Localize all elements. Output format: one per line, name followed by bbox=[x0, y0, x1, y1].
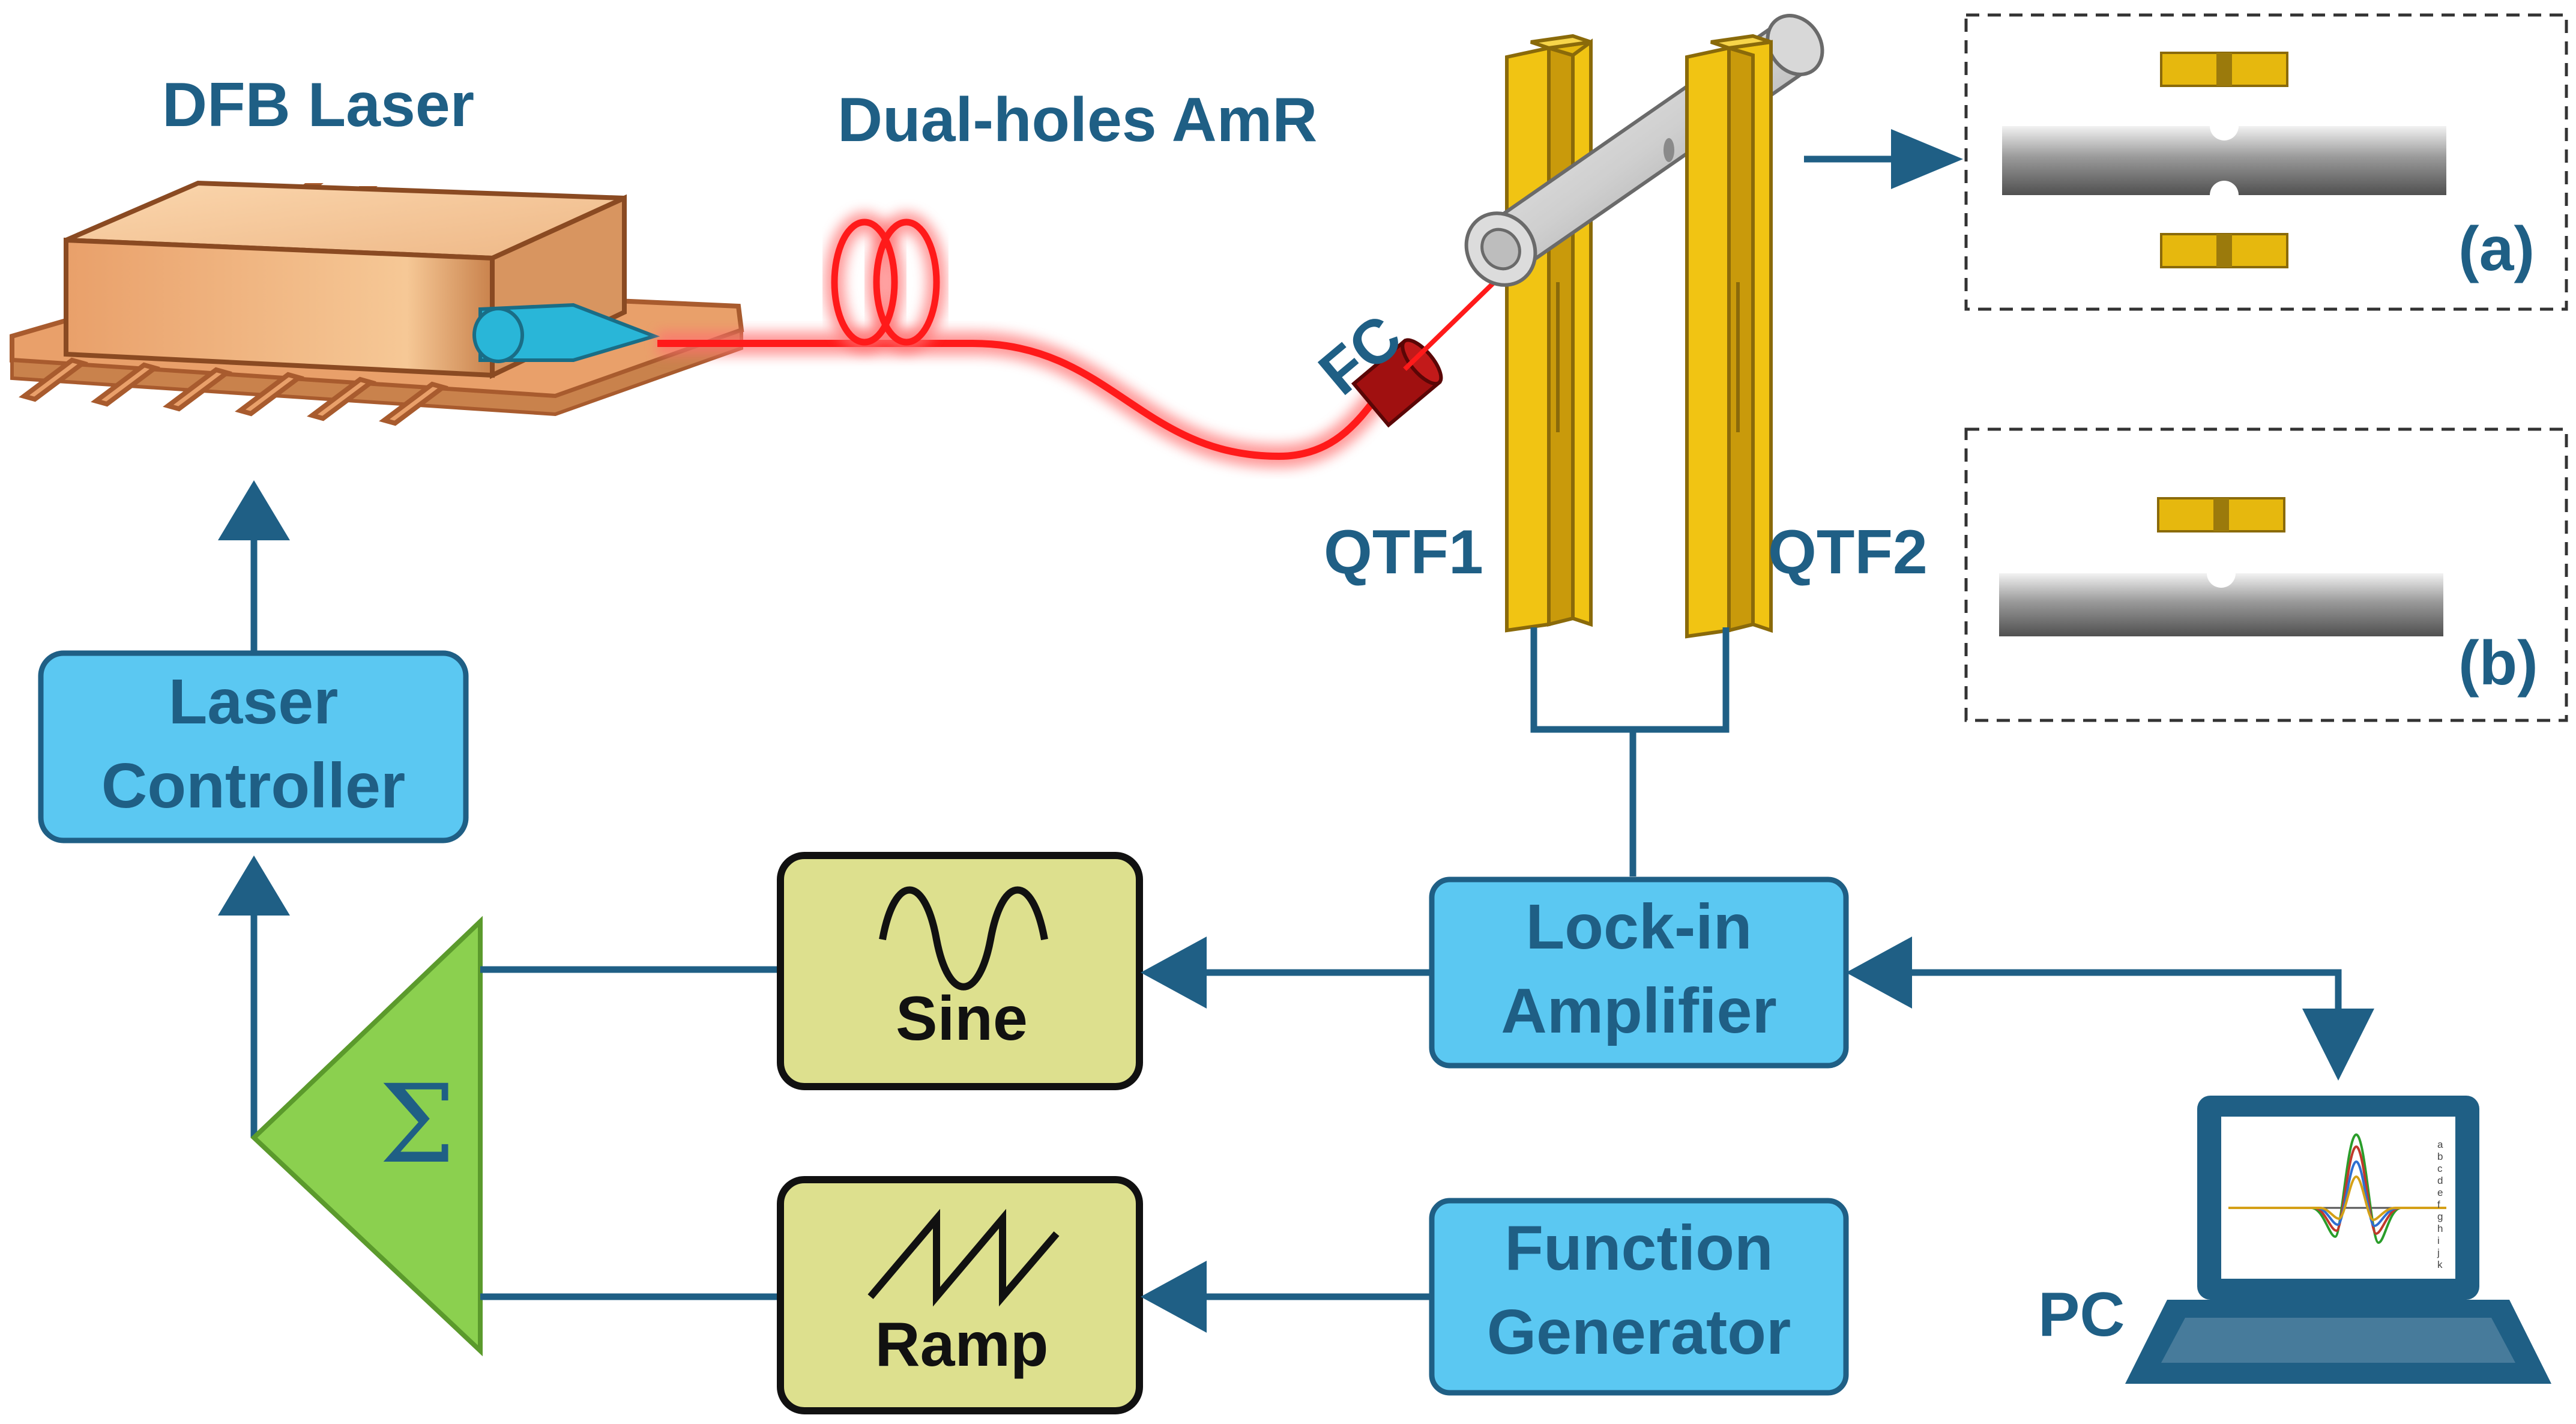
legend-h: h bbox=[2437, 1223, 2443, 1234]
legend-j: j bbox=[2437, 1247, 2440, 1258]
inset-b-label: (b) bbox=[2458, 629, 2538, 698]
inset-a-label: (a) bbox=[2458, 214, 2535, 284]
legend-f: f bbox=[2437, 1199, 2440, 1210]
qtf2 bbox=[1685, 34, 1773, 639]
laser-controller-line1: Laser bbox=[169, 666, 339, 737]
summer-triangle: Σ bbox=[250, 916, 483, 1357]
pc-legend: a b c d e f g h i j k bbox=[2437, 1139, 2443, 1270]
inset-b: (b) bbox=[1964, 427, 2568, 722]
legend-k: k bbox=[2437, 1259, 2443, 1270]
legend-g: g bbox=[2437, 1211, 2443, 1222]
pc-to-lockin-arrow bbox=[1846, 937, 1912, 1009]
pc-label: PC bbox=[2038, 1280, 2125, 1350]
lockin-to-sine-arrow bbox=[1141, 937, 1207, 1009]
lock-in-line1: Lock-in bbox=[1526, 892, 1752, 962]
legend-c: c bbox=[2437, 1163, 2443, 1174]
legend-d: d bbox=[2437, 1175, 2443, 1186]
lockin-to-pc-arrow bbox=[2302, 1009, 2374, 1081]
fgen-to-ramp-arrow bbox=[1141, 1261, 1207, 1333]
function-generator-box: Function Generator bbox=[1429, 1198, 1849, 1396]
pc-laptop: a b c d e f g h i j k bbox=[2125, 1096, 2551, 1384]
lock-in-line2: Amplifier bbox=[1501, 976, 1776, 1046]
legend-b: b bbox=[2437, 1151, 2443, 1162]
sine-wave-icon bbox=[879, 886, 1048, 991]
dfb-laser-label: DFB Laser bbox=[162, 70, 474, 140]
sine-box: Sine bbox=[777, 852, 1143, 1090]
summer-to-controller-arrow bbox=[218, 855, 290, 916]
ramp-wave-icon bbox=[867, 1208, 1060, 1307]
legend-i: i bbox=[2437, 1235, 2440, 1246]
legend-a: a bbox=[2437, 1139, 2443, 1150]
dfb-laser-module bbox=[10, 180, 744, 426]
controller-to-laser-arrow bbox=[218, 480, 290, 540]
legend-e: e bbox=[2437, 1187, 2443, 1198]
sine-label: Sine bbox=[896, 984, 1028, 1054]
ramp-label: Ramp bbox=[875, 1310, 1049, 1380]
optical-fiber bbox=[657, 212, 1396, 469]
qtf1 bbox=[1505, 34, 1593, 633]
fiber-collimator bbox=[1351, 338, 1443, 428]
qtf2-label: QTF2 bbox=[1768, 517, 1928, 587]
amr-label: Dual-holes AmR bbox=[837, 85, 1317, 155]
lockin-pc-wire bbox=[1909, 969, 2342, 1015]
laser-controller-box: Laser Controller bbox=[38, 650, 469, 843]
laser-controller-line2: Controller bbox=[101, 750, 405, 821]
inset-a: (a) bbox=[1964, 13, 2568, 311]
inset-arrow-head bbox=[1891, 129, 1963, 189]
sigma-symbol: Σ bbox=[379, 1062, 455, 1187]
pc-screen-plot: a b c d e f g h i j k bbox=[2228, 1133, 2446, 1270]
function-gen-line1: Function bbox=[1504, 1213, 1773, 1284]
ramp-box: Ramp bbox=[777, 1176, 1143, 1414]
fiber-coil bbox=[824, 212, 947, 352]
lock-in-amplifier-box: Lock-in Amplifier bbox=[1429, 876, 1849, 1069]
qtf1-label: QTF1 bbox=[1324, 517, 1483, 587]
qtf-wiring bbox=[1530, 627, 1730, 733]
function-gen-line2: Generator bbox=[1487, 1297, 1791, 1368]
